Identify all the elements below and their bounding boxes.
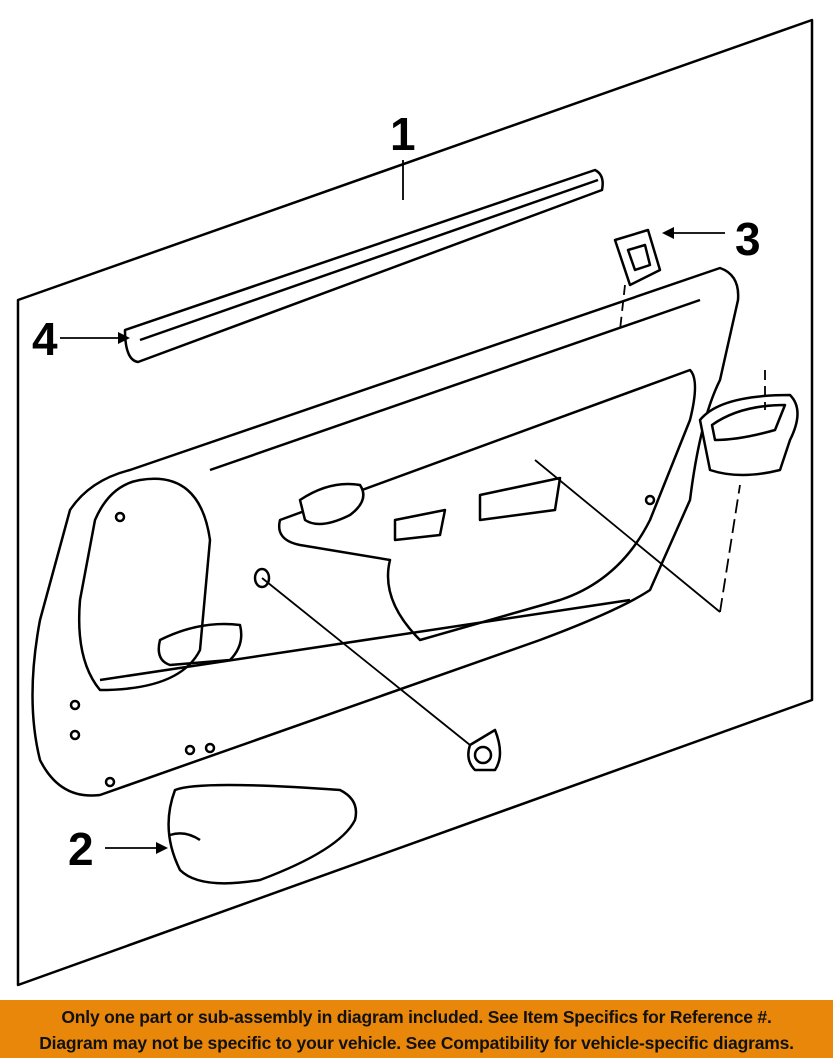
parts-diagram: 1 2 3 4 (16, 18, 814, 987)
switch-bezel (613, 228, 662, 287)
callout-2: 2 (68, 823, 94, 875)
callout-4: 4 (32, 313, 58, 365)
handle-bezel (698, 393, 799, 477)
disclaimer-line-1: Only one part or sub-assembly in diagram… (61, 1007, 772, 1027)
panel-outline (16, 18, 814, 987)
disclaimer-banner: Only one part or sub-assembly in diagram… (0, 1000, 833, 1058)
callout-1: 1 (390, 108, 416, 160)
armrest-cover (167, 783, 358, 885)
door-trim-panel (31, 266, 740, 797)
disclaimer-line-2: Diagram may not be specific to your vehi… (39, 1033, 794, 1053)
callout-3: 3 (735, 213, 761, 265)
belt-molding (123, 168, 604, 364)
clip (253, 567, 271, 589)
